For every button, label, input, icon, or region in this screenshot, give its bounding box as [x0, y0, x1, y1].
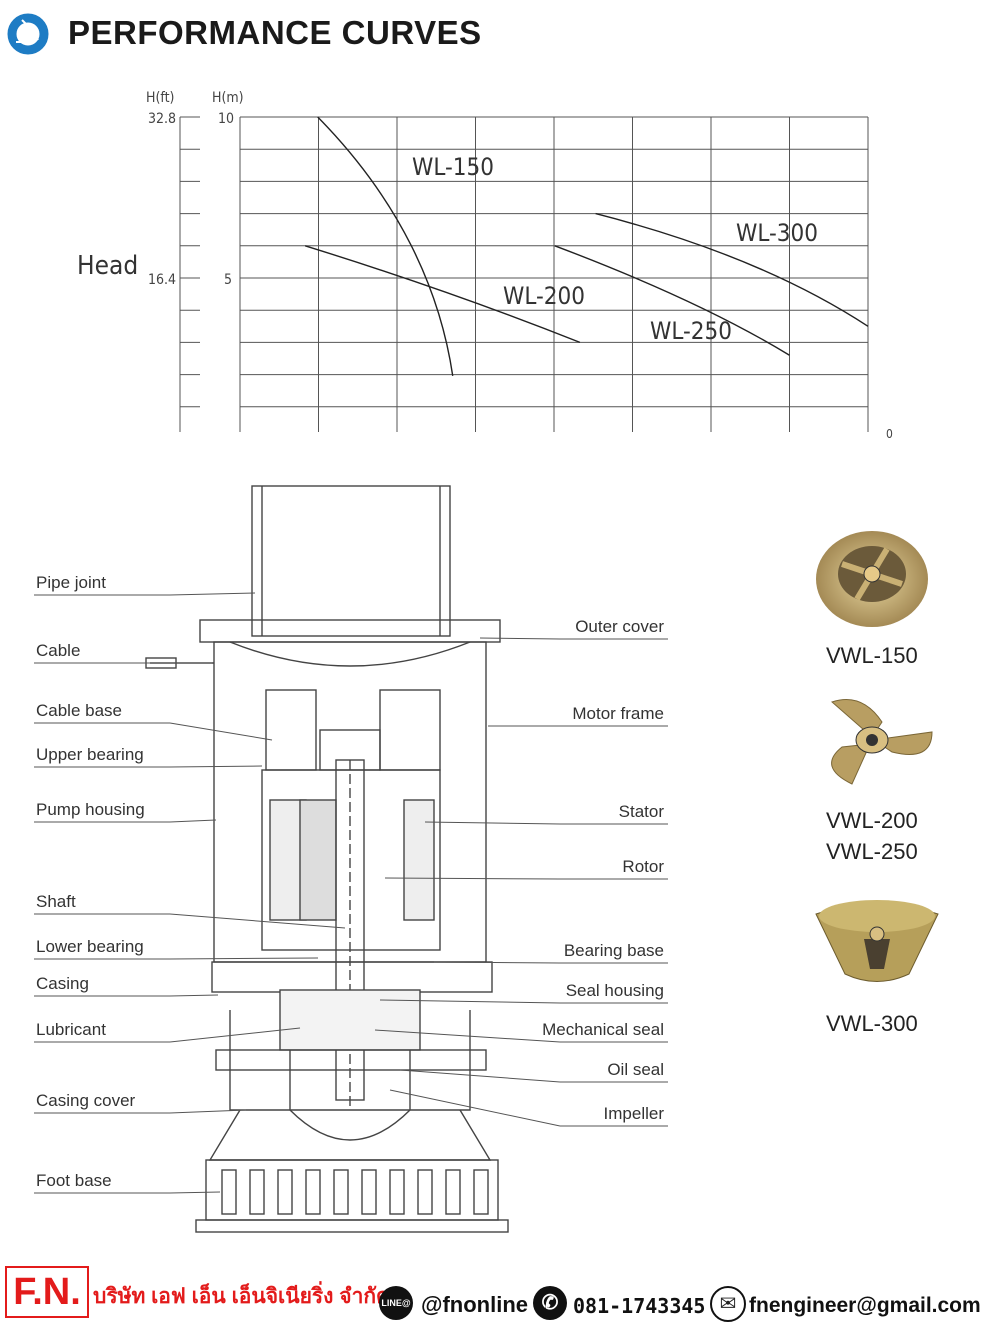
x-tick: 0: [886, 427, 893, 440]
foot-slot: [361, 1169, 377, 1215]
foot-slot: [305, 1169, 321, 1215]
part-label-motor-frame: Motor frame: [572, 704, 664, 723]
foot-slot: [389, 1169, 405, 1215]
email-icon: ✉: [710, 1286, 746, 1322]
part-label-foot-base: Foot base: [36, 1171, 112, 1190]
curve-wl-200: [304, 245, 581, 344]
y-axis-label: Head: [77, 251, 138, 281]
leader-line: [389, 1089, 561, 1127]
leader-line: [424, 821, 561, 825]
part-label-outer-cover: Outer cover: [575, 617, 664, 636]
leader-line: [384, 877, 561, 880]
part-label-casing: Casing: [36, 974, 89, 993]
leader-line: [169, 913, 346, 929]
part-label-cable-base: Cable base: [36, 701, 123, 720]
leader-line: [169, 1027, 301, 1043]
part-label-mechanical-seal: Mechanical seal: [542, 1020, 664, 1039]
foot-slot: [445, 1169, 461, 1215]
leader-line: [433, 961, 561, 964]
part-label-lubricant: Lubricant: [36, 1020, 106, 1039]
y-tick-m: 10: [218, 111, 234, 127]
leader-line: [169, 1191, 221, 1194]
impeller-vwl-150-image: [816, 531, 928, 627]
leader-line: [479, 637, 561, 640]
y-tick-ft: 16.4: [148, 272, 176, 288]
part-label-upper-bearing: Upper bearing: [36, 745, 144, 764]
part-label-bearing-base: Bearing base: [563, 941, 664, 960]
part-label-cable: Cable: [36, 641, 81, 660]
curve-wl-150: [317, 116, 454, 376]
leader-line: [169, 722, 273, 741]
curve-wl-300: [595, 212, 869, 327]
part-label-stator: Stator: [618, 802, 664, 821]
series-label: WL-250: [650, 317, 732, 345]
foot-slot: [473, 1169, 489, 1215]
leader-line: [169, 957, 319, 960]
part-label-seal-housing: Seal housing: [565, 981, 664, 1000]
series-label: WL-300: [736, 219, 818, 247]
part-label-impeller: Impeller: [603, 1104, 664, 1123]
phone-number[interactable]: 081-1743345: [573, 1294, 706, 1318]
line-id[interactable]: @fnonline: [421, 1292, 528, 1317]
y-tick-m: 5: [224, 272, 232, 288]
recycle-arrows-icon: [7, 13, 49, 55]
part-label-pump-housing: Pump housing: [36, 800, 145, 819]
leader-line: [169, 765, 263, 768]
phone-icon: ✆: [533, 1286, 567, 1320]
email-address[interactable]: fnengineer@gmail.com: [749, 1294, 981, 1317]
foot-slot: [417, 1169, 433, 1215]
line-icon: LINE@: [379, 1286, 413, 1320]
part-label-shaft: Shaft: [36, 892, 76, 911]
part-label-oil-seal: Oil seal: [607, 1060, 664, 1079]
foot-slot: [221, 1169, 237, 1215]
impeller-vwl-300-image: [815, 900, 939, 982]
leader-line: [374, 1029, 561, 1043]
part-label-pipe-joint: Pipe joint: [36, 573, 106, 592]
foot-slot: [249, 1169, 265, 1215]
y-tick-ft: 32.8: [148, 111, 176, 127]
foot-slot: [277, 1169, 293, 1215]
impeller-vwl-200-250-image: [831, 699, 933, 785]
company-logo: F.N.: [5, 1266, 89, 1318]
curve-wl-250: [554, 245, 790, 356]
y-unit-ft: H(ft): [146, 90, 174, 106]
impeller-label: VWL-250: [826, 839, 918, 864]
leader-line: [399, 1069, 561, 1083]
leader-line: [169, 1109, 247, 1114]
foot-slot: [333, 1169, 349, 1215]
leader-line: [169, 819, 217, 823]
leader-line: [379, 999, 561, 1004]
leader-line: [169, 592, 256, 596]
impeller-label: VWL-150: [826, 643, 918, 668]
footer-contact-bar: F.N. บริษัท เอฟ เอ็น เอ็นจิเนียริ่ง จำกั…: [0, 1262, 1000, 1326]
y-unit-m: H(m): [212, 90, 244, 106]
pump-cross-section: [34, 485, 668, 1233]
leader-line: [169, 994, 219, 997]
part-label-casing-cover: Casing cover: [36, 1091, 136, 1110]
impeller-label: VWL-300: [826, 1011, 918, 1036]
page-title: PERFORMANCE CURVES: [68, 14, 482, 51]
series-label: WL-150: [412, 153, 494, 181]
part-label-rotor: Rotor: [622, 857, 664, 876]
company-name: บริษัท เอฟ เอ็น เอ็นจิเนียริ่ง จำกัด: [93, 1285, 390, 1308]
part-label-lower-bearing: Lower bearing: [36, 937, 144, 956]
impeller-label: VWL-200: [826, 808, 918, 833]
series-label: WL-200: [503, 282, 585, 310]
